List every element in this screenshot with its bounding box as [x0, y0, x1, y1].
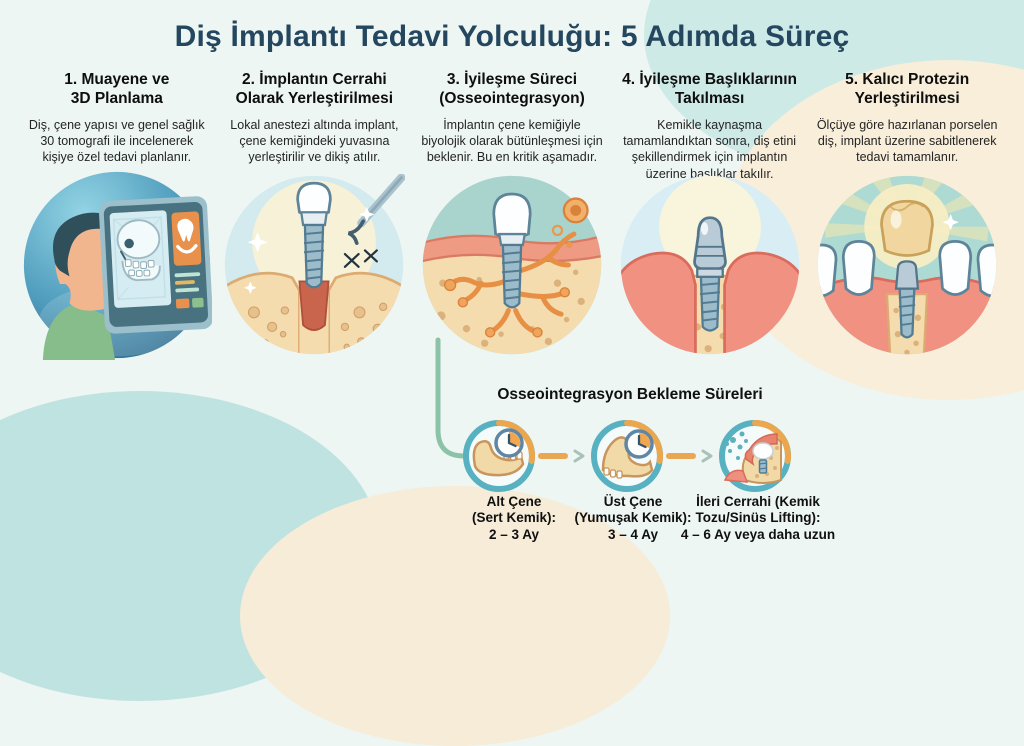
timeline-label-upper-jaw: Üst Çene (Yumuşak Kemik): 3 – 4 Ay: [574, 494, 692, 542]
implant-osseointegration-icon: [422, 175, 602, 355]
step-2-heading: 2. İmplantın Cerrahi Olarak Yerleştirilm…: [235, 71, 394, 108]
step-2-column: 2. İmplantın Cerrahi Olarak Yerleştirilm…: [216, 70, 414, 174]
step-3-illustration-wrap: [413, 174, 611, 356]
lower-jaw-clock-icon: [463, 420, 535, 492]
timeline-connector-1: [537, 448, 589, 464]
step-5-heading: 5. Kalıcı Protezin Yerleştirilmesi: [845, 71, 970, 108]
step-4-illustration-wrap: [611, 174, 809, 356]
step-3-description: İmplantın çene kemiğiyle biyolojik olara…: [421, 117, 603, 165]
step-3-column: 3. İyileşme Süreci (Osseointegrasyon) İm…: [413, 70, 611, 174]
implant-surgical-placement-icon: [225, 174, 406, 355]
step-4-column: 4. İyileşme Başlıklarının Takılması Kemi…: [611, 70, 809, 181]
osseointegration-timeline: Osseointegrasyon Bekleme Süreleri: [425, 386, 865, 566]
step-1-column: 1. Muayene ve 3D Planlama Diş, çene yapı…: [18, 70, 216, 174]
page-title: Diş İmplantı Tedavi Yolculuğu: 5 Adımda …: [174, 20, 850, 53]
upper-jaw-clock-icon: [591, 420, 663, 492]
timeline-heading: Osseointegrasyon Bekleme Süreleri: [497, 386, 763, 403]
step-5-column: 5. Kalıcı Protezin Yerleştirilmesi Ölçüy…: [808, 70, 1006, 174]
timeline-label-lower-jaw: Alt Çene (Sert Kemik): 2 – 3 Ay: [471, 494, 557, 542]
step-1-illustration-wrap: [18, 171, 216, 360]
step-1-description: Diş, çene yapısı ve genel sağlık 30 tomo…: [28, 117, 205, 165]
step-3-heading: 3. İyileşme Süreci (Osseointegrasyon): [439, 71, 585, 108]
timeline-labels: Alt Çene (Sert Kemik): 2 – 3 Ay Üst Çene…: [425, 494, 865, 554]
steps-row: 1. Muayene ve 3D Planlama Diş, çene yapı…: [0, 70, 1024, 181]
step-5-illustration-wrap: [808, 174, 1006, 356]
crown-placement-icon: [817, 175, 997, 355]
step-1-heading: 1. Muayene ve 3D Planlama: [64, 71, 170, 108]
step-2-illustration-wrap: [216, 174, 414, 356]
timeline-label-advanced-surgery: İleri Cerrahi (Kemik Tozu/Sinüs Lifting)…: [680, 494, 836, 542]
step-5-description: Ölçüye göre hazırlanan porselen diş, imp…: [816, 117, 998, 165]
step-4-heading: 4. İyileşme Başlıklarının Takılması: [622, 71, 798, 108]
timeline-connector-2: [665, 448, 717, 464]
step-4-description: Kemikle kaynaşma tamamlandıktan sonra, d…: [623, 117, 797, 181]
sinus-lift-icon: [719, 420, 791, 492]
timeline-circles-row: [461, 418, 793, 494]
healing-abutment-icon: [620, 175, 799, 355]
patient-3d-xray-screen-icon: [23, 171, 212, 360]
illustration-row: [0, 171, 1024, 360]
step-2-description: Lokal anestezi altında implant, çene kem…: [230, 117, 399, 165]
